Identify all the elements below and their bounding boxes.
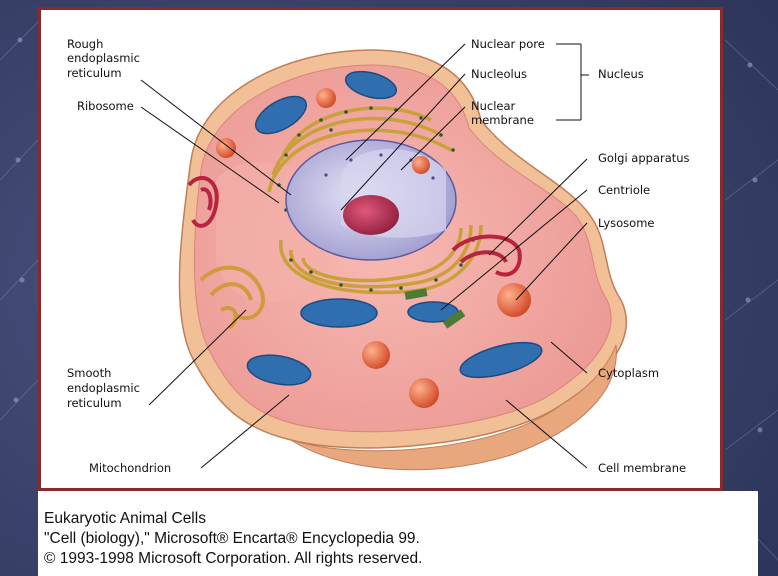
mitochondria [246, 70, 543, 386]
caption-copyright: © 1993-1998 Microsoft Corporation. All r… [44, 550, 423, 567]
label-rough-er-2: endoplasmic [67, 51, 140, 65]
label-golgi: Golgi apparatus [598, 151, 690, 165]
labels: Rough endoplasmic reticulum Ribosome Nuc… [67, 37, 690, 475]
golgi-apparatus-left [187, 175, 219, 228]
label-mitochondrion: Mitochondrion [89, 461, 171, 475]
label-smooth-er-2: endoplasmic [67, 381, 140, 395]
label-nucleolus: Nucleolus [471, 67, 527, 81]
label-nucleus: Nucleus [598, 67, 644, 81]
label-centriole: Centriole [598, 183, 650, 197]
label-rough-er-3: reticulum [67, 66, 122, 80]
smooth-er [199, 265, 265, 330]
caption: Eukaryotic Animal Cells "Cell (biology),… [38, 491, 758, 576]
label-ribosome: Ribosome [77, 99, 134, 113]
label-cytoplasm: Cytoplasm [598, 366, 659, 380]
cell-body [178, 49, 627, 471]
caption-title: Eukaryotic Animal Cells [44, 510, 206, 527]
golgi-apparatus-right [451, 234, 522, 277]
label-lysosome: Lysosome [598, 216, 655, 230]
label-nuclear-membrane-2: membrane [471, 113, 534, 127]
leader-lines [140, 43, 589, 469]
label-rough-er-1: Rough [67, 37, 103, 51]
lysosomes [216, 88, 531, 408]
label-smooth-er-3: reticulum [67, 396, 122, 410]
label-cell-membrane: Cell membrane [598, 461, 686, 475]
label-nuclear-pore: Nuclear pore [471, 37, 545, 51]
centriole [404, 288, 466, 329]
caption-source: "Cell (biology)," Microsoft® Encarta® En… [44, 530, 420, 547]
label-nuclear-membrane-1: Nuclear [471, 99, 516, 113]
diagram-panel: Rough endoplasmic reticulum Ribosome Nuc… [38, 7, 723, 491]
label-smooth-er-1: Smooth [67, 366, 111, 380]
cell-diagram: Rough endoplasmic reticulum Ribosome Nuc… [67, 37, 690, 475]
nucleus [285, 139, 457, 261]
